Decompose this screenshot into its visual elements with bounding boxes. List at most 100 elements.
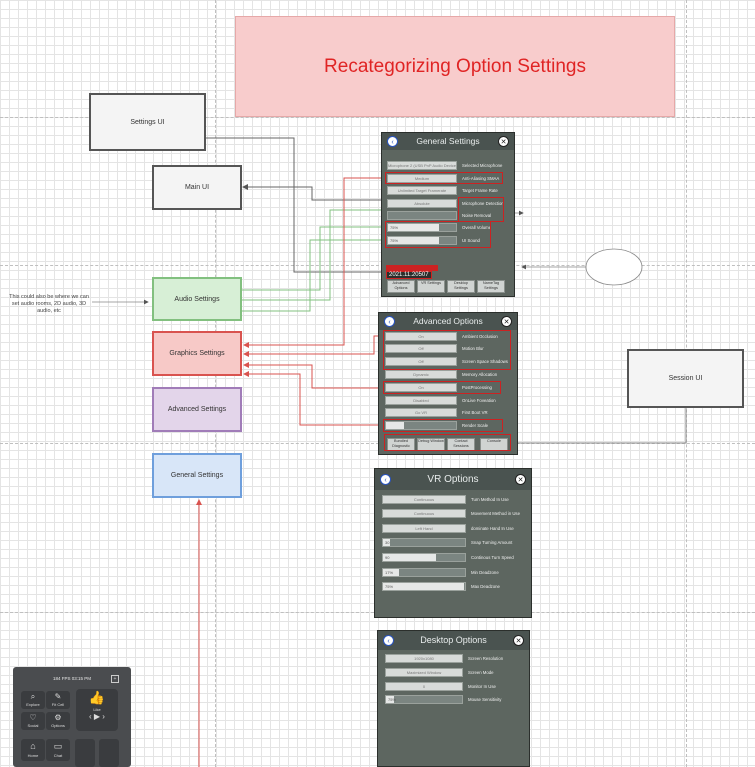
close-icon[interactable]: ✕ [498, 136, 509, 147]
slider-value: 75% [385, 584, 394, 589]
home-icon: ⌂ [30, 741, 36, 751]
empty-slot [99, 739, 119, 767]
fit-cell-button[interactable]: ✎ Fit Cell [46, 691, 70, 709]
dropdown[interactable]: Go VR [385, 408, 457, 417]
dropdown[interactable]: Dynamic [385, 370, 457, 379]
connector-audio-3 [242, 239, 384, 312]
chat-button[interactable]: ▭ Chat [46, 739, 70, 761]
tab-nametag-settings[interactable]: NameTag Settings [477, 280, 505, 293]
setting-row: On PostProcessing [385, 383, 492, 392]
dropdown[interactable]: Absolute [387, 199, 457, 208]
setting-label: Motion Blur [462, 346, 484, 351]
dropdown[interactable]: Microphone 2 (USB PnP Audio Device) [387, 161, 457, 170]
back-icon[interactable]: ‹ [380, 474, 391, 485]
section-divider [0, 265, 755, 266]
slider-fill [386, 696, 394, 703]
close-icon[interactable]: ✕ [501, 316, 512, 327]
ui-sound-slider[interactable]: 75% [387, 236, 457, 245]
setting-label: Movement Method in Use [471, 511, 520, 516]
back-icon[interactable]: ‹ [387, 136, 398, 147]
home-label: Home [27, 753, 39, 758]
dropdown[interactable]: 0 [385, 682, 463, 691]
options-button[interactable]: ⚙ Options [46, 712, 70, 730]
mouse-sensitivity-slider[interactable]: 75% [385, 695, 463, 704]
panel-title: Desktop Options [378, 631, 529, 650]
tab-contact-sessions[interactable]: Contact Sessions [447, 438, 475, 451]
setting-row: 75% UI Sound [387, 236, 480, 245]
like-button[interactable]: 👍 Like ‹ ▶ › [76, 689, 118, 731]
media-controls-icon: ‹ ▶ › [89, 712, 105, 721]
dropdown[interactable]: Left Hand [382, 524, 466, 533]
tab-console[interactable]: Console [480, 438, 508, 451]
back-icon[interactable]: ‹ [383, 635, 394, 646]
connector-audio-2 [242, 226, 384, 291]
setting-label: Snap Turning Amount [471, 540, 513, 545]
dropdown[interactable]: Unlimited Target Framerate [387, 186, 457, 195]
explore-button[interactable]: ⌕ Explore [21, 691, 45, 709]
panel-title: General Settings [382, 133, 514, 150]
section-divider [0, 117, 755, 118]
fps-readout: 184 FPS 03:15 PM [53, 676, 92, 681]
tab-advanced-options[interactable]: Advanced Options [387, 280, 415, 293]
snap-turn-slider[interactable]: 30 [382, 538, 466, 547]
setting-label: UI Sound [462, 238, 480, 243]
social-button[interactable]: ♡ Social [21, 712, 45, 730]
expand-icon[interactable]: + [111, 675, 119, 683]
setting-label: Selected Microphone [462, 163, 503, 168]
render-scale-slider[interactable] [385, 421, 457, 430]
setting-label: OnLive Foveation [462, 398, 496, 403]
setting-label: Screen Space Shadows [462, 359, 508, 364]
slider-value: 30 [385, 540, 390, 545]
dropdown[interactable]: Off [385, 357, 457, 366]
tab-desktop-settings[interactable]: Desktop Settings [447, 280, 475, 293]
home-button[interactable]: ⌂ Home [21, 739, 45, 761]
slider-value: 17% [385, 570, 394, 575]
dropdown[interactable]: On [385, 332, 457, 341]
dropdown[interactable]: Off [385, 344, 457, 353]
fit-cell-label: Fit Cell [51, 702, 65, 707]
general-settings-node: General Settings [152, 453, 242, 498]
setting-label: Screen Mode [468, 670, 494, 675]
connector-graphics-4 [243, 371, 384, 426]
setting-label: First Boot VR [462, 410, 488, 415]
back-icon[interactable]: ‹ [384, 316, 395, 327]
setting-row: Disabled OnLive Foveation [385, 396, 496, 405]
tab-vr-settings[interactable]: VR Settings [417, 280, 445, 293]
setting-label: Overall Volume [462, 225, 492, 230]
thumbs-up-icon: 👍 [88, 690, 106, 705]
close-icon[interactable]: ✕ [513, 635, 524, 646]
setting-label: Render Scale [462, 423, 489, 428]
toggle[interactable] [387, 211, 457, 220]
setting-row: On Ambient Occlusion [385, 332, 498, 341]
setting-row: Continuous Turn Method In Use [382, 495, 509, 504]
column-divider [215, 0, 216, 767]
dropdown[interactable]: Continuous [382, 495, 466, 504]
setting-label: Ambient Occlusion [462, 334, 498, 339]
max-deadzone-slider[interactable]: 75% [382, 582, 466, 591]
min-deadzone-slider[interactable]: 17% [382, 568, 466, 577]
slider-fill [383, 583, 465, 590]
dropdown[interactable]: Medium [387, 174, 457, 183]
close-icon[interactable]: ✕ [515, 474, 526, 485]
setting-label: Max Deadzone [471, 584, 500, 589]
turn-speed-slider[interactable]: 90 [382, 553, 466, 562]
search-icon: ⌕ [30, 692, 36, 701]
mini-menu-panel: 184 FPS 03:15 PM + ⌕ Explore ✎ Fit Cell … [13, 667, 131, 767]
dropdown[interactable]: On [385, 383, 457, 392]
dropdown[interactable]: Maximized Window [385, 668, 463, 677]
setting-row: 75% Mouse Sensitivity [385, 695, 501, 704]
panel-title: Advanced Options [379, 313, 517, 330]
dropdown[interactable]: Disabled [385, 396, 457, 405]
settings-ui-node: Settings UI [89, 93, 206, 151]
volume-slider[interactable]: 75% [387, 223, 457, 232]
advanced-options-panel: Advanced Options ‹ ✕ On Ambient Occlusio… [378, 312, 518, 455]
connector-session [507, 408, 687, 444]
setting-label: PostProcessing [462, 385, 492, 390]
dropdown[interactable]: 1920x1080 [385, 654, 463, 663]
setting-row: 30 Snap Turning Amount [382, 538, 512, 547]
tab-debug-window[interactable]: Debug Window [417, 438, 445, 451]
tab-bundled-diagnostic[interactable]: Bundled Diagnostic [387, 438, 415, 451]
setting-row: Continuous Movement Method in Use [382, 509, 520, 518]
dropdown[interactable]: Continuous [382, 509, 466, 518]
